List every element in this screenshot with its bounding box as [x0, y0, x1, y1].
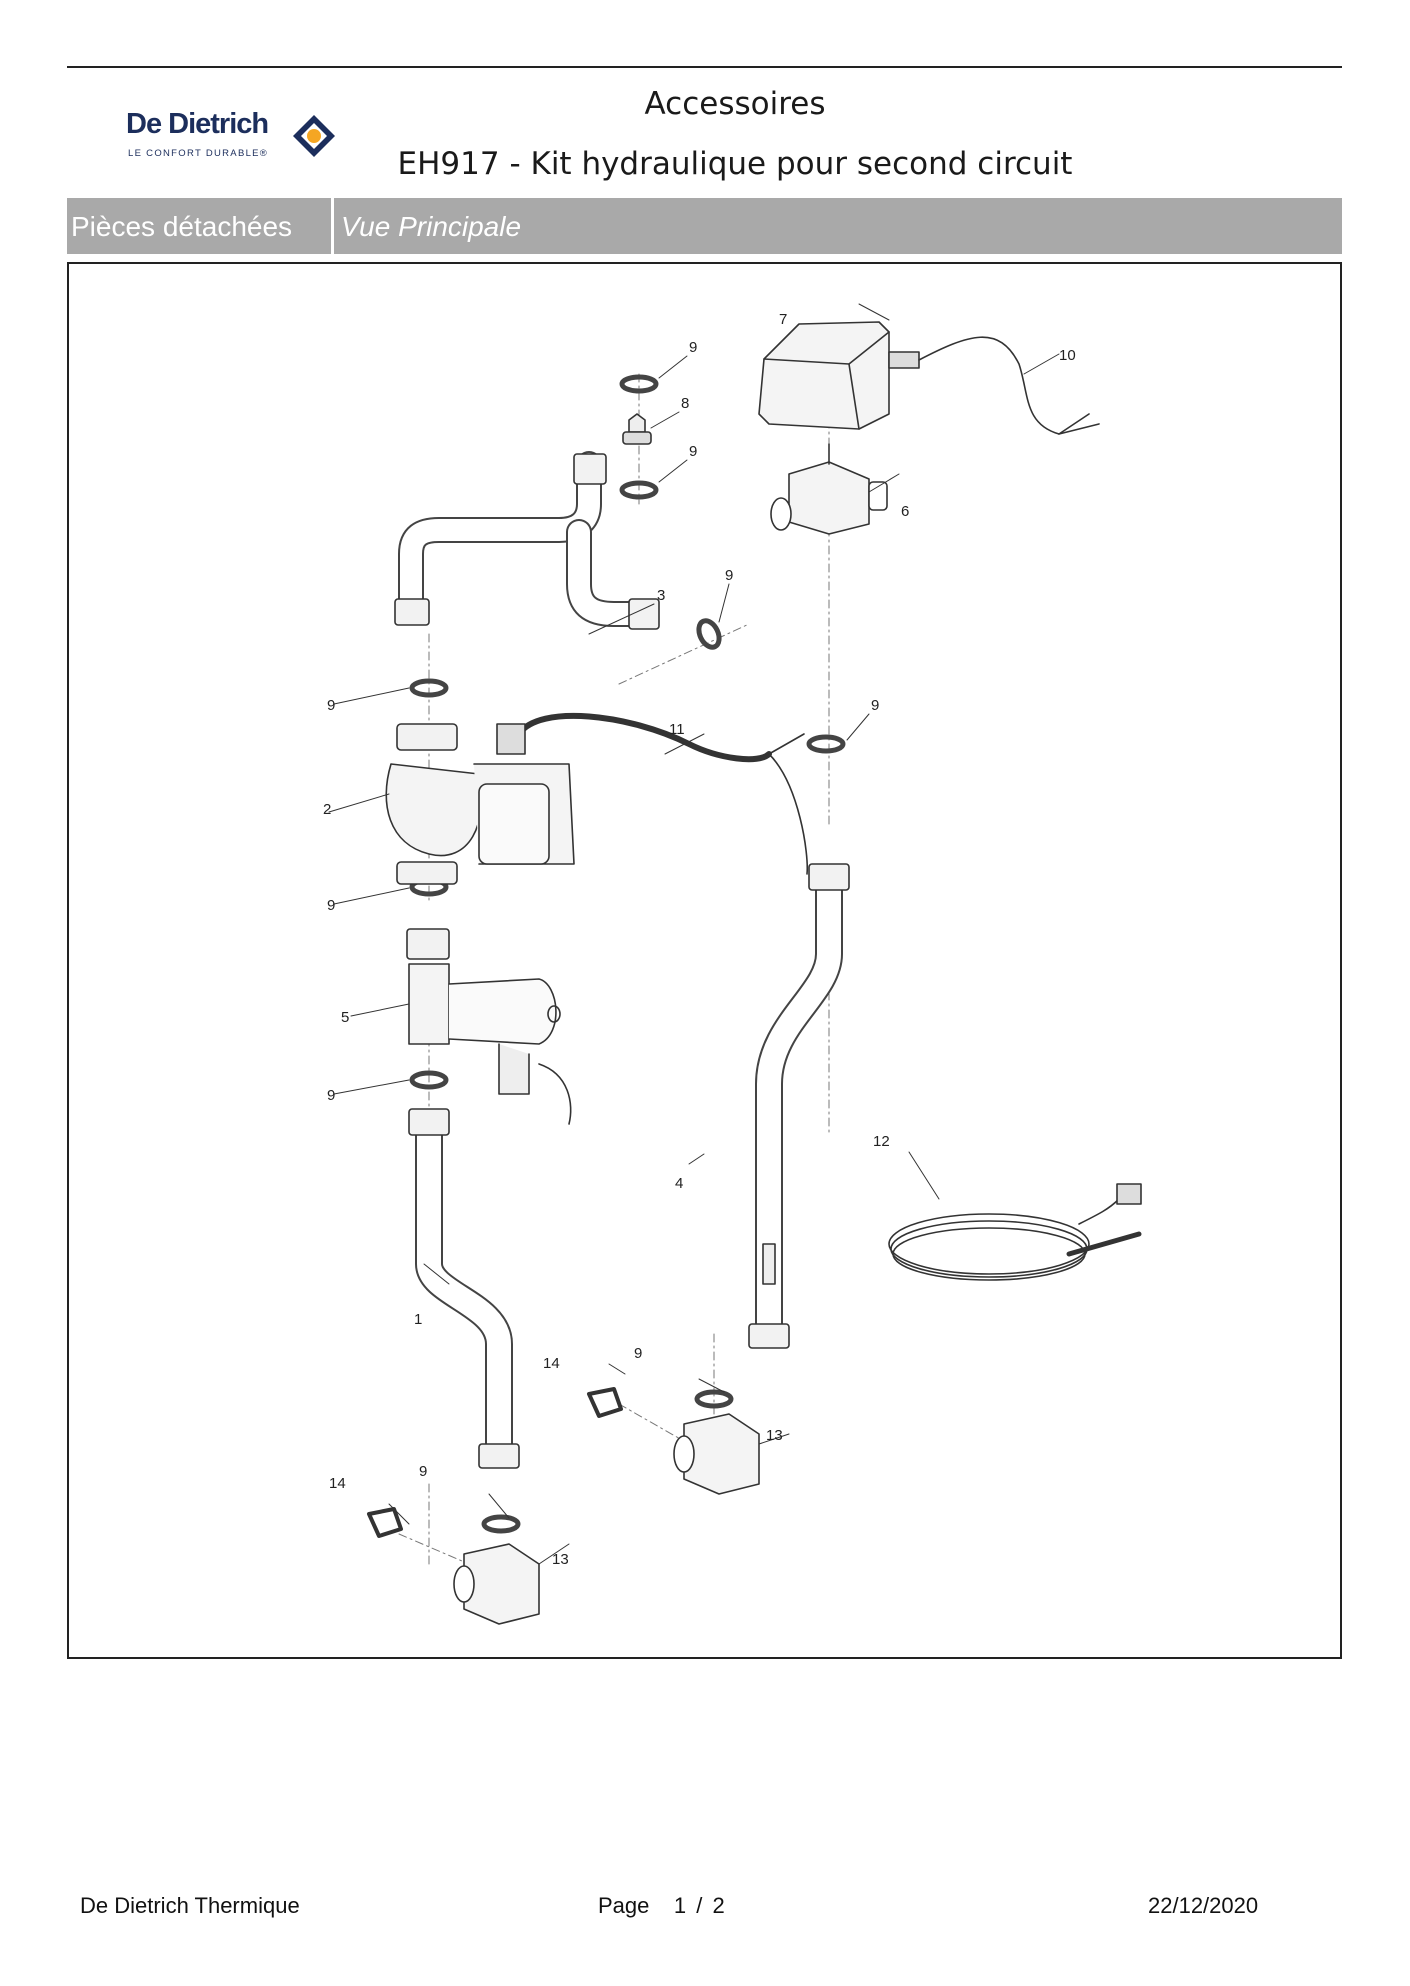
brand-logo: De Dietrich LE CONFORT DURABLE® [126, 108, 346, 168]
callout-label: 6 [901, 503, 909, 520]
callout-label: 14 [543, 1355, 560, 1372]
logo-tagline: LE CONFORT DURABLE® [128, 148, 269, 159]
callout-label: 9 [419, 1463, 427, 1480]
logo-diamond-icon [293, 115, 335, 157]
callout-label: 13 [552, 1551, 569, 1568]
page-label: Page [598, 1893, 650, 1918]
footer-date: 22/12/2020 [1148, 1893, 1259, 1918]
callout-label: 2 [323, 801, 331, 818]
callout-label: 9 [725, 567, 733, 584]
page-current: 1 [673, 1893, 687, 1918]
callout-label: 13 [766, 1427, 783, 1444]
section-view: Vue Principale [337, 198, 1342, 254]
callout-label: 8 [681, 395, 689, 412]
callout-label: 9 [871, 697, 879, 714]
footer-pagination: Page 1 / 2 [598, 1893, 725, 1919]
logo-wordmark: De Dietrich [126, 108, 269, 140]
callout-label: 9 [689, 443, 697, 460]
exploded-parts-diagram: 9 8 9 7 10 6 3 9 9 11 9 2 9 5 9 12 4 1 1… [323, 303, 1142, 1625]
callout-label: 1 [414, 1311, 422, 1328]
callout-label: 9 [327, 897, 335, 914]
page-separator: / [696, 1893, 703, 1918]
header-rule [67, 66, 1342, 68]
section-category: Pièces détachées [67, 198, 334, 254]
callout-label: 14 [329, 1475, 346, 1492]
callout-label: 5 [341, 1009, 349, 1026]
callout-label: 7 [779, 311, 787, 328]
callout-label: 9 [327, 1087, 335, 1104]
page-subtitle: EH917 - Kit hydraulique pour second circ… [397, 146, 1073, 182]
callout-label: 4 [675, 1175, 683, 1192]
callout-label: 11 [669, 721, 685, 738]
exploded-view-frame: 9 8 9 7 10 6 3 9 9 11 9 2 9 5 9 12 4 1 1… [67, 262, 1342, 1659]
callout-label: 9 [689, 339, 697, 356]
section-category-label: Pièces détachées [71, 211, 293, 242]
callout-label: 10 [1059, 347, 1076, 364]
callout-label: 12 [873, 1133, 890, 1150]
callout-label: 9 [634, 1345, 642, 1362]
footer-company: De Dietrich Thermique [80, 1893, 300, 1918]
page-title: Accessoires [644, 86, 826, 122]
callout-label: 9 [327, 697, 335, 714]
section-view-label: Vue Principale [341, 211, 522, 242]
page-total: 2 [712, 1893, 725, 1918]
callout-label: 3 [657, 587, 665, 604]
section-bar: Pièces détachées Vue Principale [67, 198, 1342, 254]
